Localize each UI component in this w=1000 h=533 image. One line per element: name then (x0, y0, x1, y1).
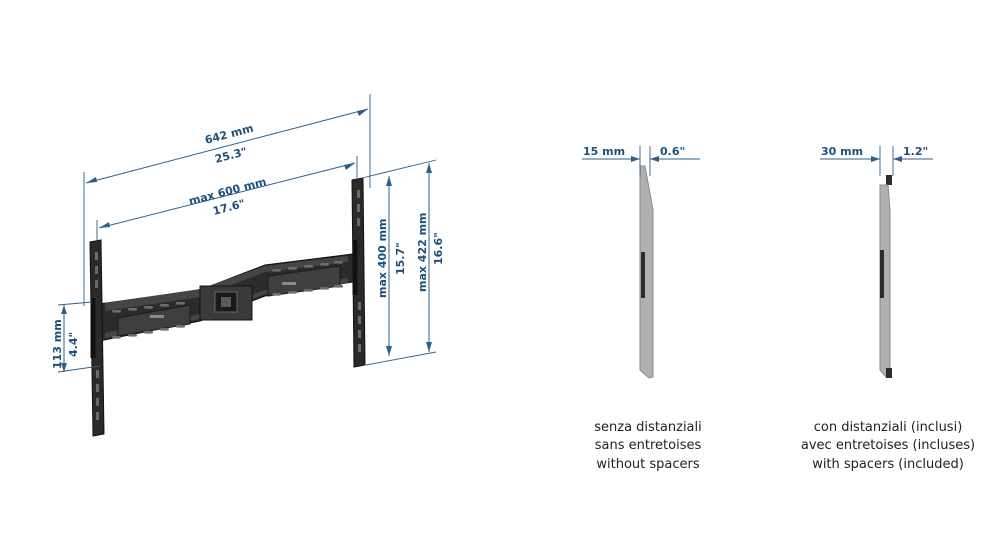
caption-with-spacers: con distanziali (inclusi) avec entretois… (801, 420, 975, 472)
overall-height-mm-label: max 422 mm (416, 212, 429, 292)
wall-plate-and-rails (89, 177, 366, 437)
side-view-with-spacers: 30 mm 1.2" (820, 145, 933, 378)
plate-height-mm-label: 113 mm (51, 319, 64, 369)
side-view-without-spacers: 15 mm 0.6" (582, 145, 700, 379)
depth-no-spacer-mm-label: 15 mm (583, 145, 625, 158)
front-dimension-lines (57, 94, 437, 373)
depth-spacer-mm-label: 30 mm (821, 145, 863, 158)
depth-no-spacer-in-label: 0.6" (660, 145, 685, 158)
caption-line-it: con distanziali (inclusi) (814, 420, 963, 435)
caption-line-en: without spacers (596, 457, 699, 472)
caption-without-spacers: senza distanziali sans entretoises witho… (594, 420, 702, 472)
overall-height-in-label: 16.6" (432, 232, 445, 265)
caption-line-en: with spacers (included) (812, 457, 964, 472)
vesa-height-mm-label: max 400 mm (376, 218, 389, 298)
depth-spacer-in-label: 1.2" (903, 145, 928, 158)
overall-width-mm-label: 642 mm (203, 122, 254, 147)
caption-line-fr: sans entretoises (595, 438, 702, 453)
caption-line-it: senza distanziali (594, 420, 702, 435)
vesa-height-in-label: 15.7" (394, 242, 407, 275)
plate-height-in-label: 4.4" (67, 332, 80, 357)
caption-line-fr: avec entretoises (incluses) (801, 438, 975, 453)
